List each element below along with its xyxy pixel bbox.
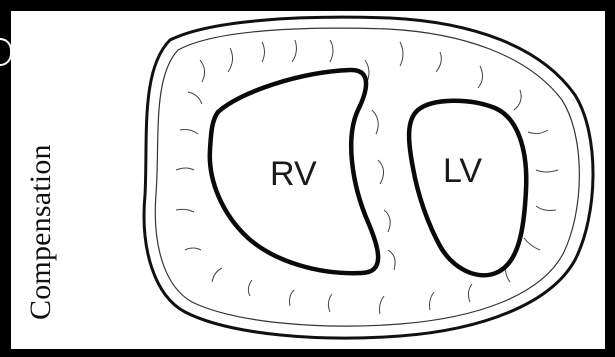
- rv-label: RV: [270, 155, 317, 193]
- lv-label: LV: [443, 152, 482, 190]
